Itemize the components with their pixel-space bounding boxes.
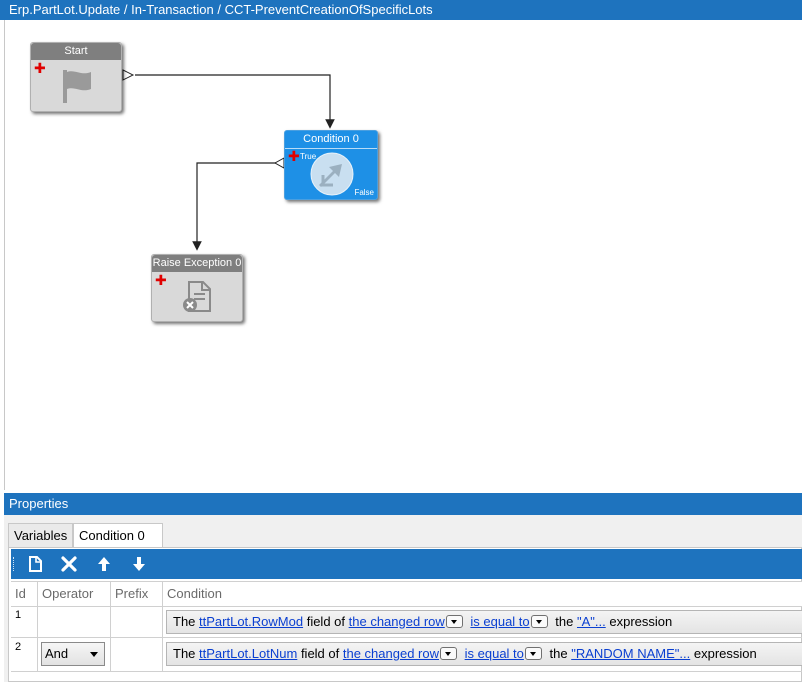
condition-tab-content: Id Operator Prefix Condition 1 The ttPar… [8, 547, 802, 682]
delete-x-icon[interactable] [59, 554, 79, 574]
row-operator[interactable]: And [38, 638, 111, 672]
connectors-layer [122, 69, 335, 251]
field-link[interactable]: ttPartLot.RowMod [199, 614, 304, 629]
toolbar-grip[interactable] [13, 557, 16, 571]
window-title-bar: Erp.PartLot.Update / In-Transaction / CC… [0, 0, 802, 20]
true-branch-label: True [300, 152, 317, 161]
properties-panel: Variables Condition 0 Id [4, 515, 802, 682]
conditions-toolbar [11, 549, 802, 579]
row-prefix[interactable] [111, 606, 163, 638]
workflow-canvas[interactable]: Start ✚ Condition 0 ✚ True False Raise E… [4, 20, 802, 490]
row-id: 1 [11, 606, 38, 638]
row-source-dropdown[interactable] [440, 647, 457, 661]
row-source-link[interactable]: the changed row [342, 646, 439, 661]
grid-header-row: Id Operator Prefix Condition [11, 581, 802, 607]
properties-panel-title: Properties [4, 493, 802, 515]
row-condition: The ttPartLot.LotNum field of the change… [163, 638, 802, 672]
column-header-condition[interactable]: Condition [163, 582, 802, 607]
condition-text: the [549, 646, 568, 661]
condition-text: the [555, 614, 574, 629]
value-link[interactable]: "A"... [576, 614, 606, 629]
add-icon[interactable]: ✚ [155, 272, 167, 288]
condition-node[interactable]: Condition 0 ✚ True False [284, 130, 378, 200]
operator-link[interactable]: is equal to [470, 614, 530, 629]
start-output-port [122, 69, 135, 81]
condition-text: field of [300, 646, 340, 661]
exception-document-icon [183, 281, 211, 312]
condition-text: The [173, 614, 196, 629]
operator-dropdown[interactable] [530, 615, 548, 629]
table-row[interactable]: 1 The ttPartLot.RowMod field of the chan… [11, 606, 802, 638]
table-row[interactable]: 2 And The ttPartLot.LotNum field of the … [11, 638, 802, 672]
condition-text: The [173, 646, 196, 661]
start-node-title: Start [31, 43, 121, 60]
row-condition: The ttPartLot.RowMod field of the change… [163, 606, 802, 638]
row-source-link[interactable]: the changed row [348, 614, 445, 629]
new-document-icon[interactable] [25, 554, 45, 574]
raise-exception-node[interactable]: Raise Exception 0 ✚ [151, 254, 243, 322]
condition-node-title: Condition 0 [285, 131, 377, 149]
tab-condition-0-label: Condition 0 [79, 528, 145, 543]
flag-icon [63, 70, 91, 103]
properties-title: Properties [9, 496, 69, 511]
operator-dropdown[interactable] [524, 647, 542, 661]
column-header-operator[interactable]: Operator [38, 582, 111, 607]
value-link[interactable]: "RANDOM NAME"... [571, 646, 691, 661]
false-branch-label: False [354, 188, 374, 197]
operator-select[interactable]: And [41, 642, 105, 666]
chevron-down-icon [90, 652, 98, 657]
row-source-dropdown[interactable] [445, 615, 463, 629]
move-down-arrow-icon[interactable] [129, 554, 149, 574]
connector-start-to-condition [135, 74, 335, 129]
condition-expression: The ttPartLot.LotNum field of the change… [166, 642, 802, 666]
condition-text: expression [693, 646, 757, 661]
field-link[interactable]: ttPartLot.LotNum [199, 646, 298, 661]
window-title: Erp.PartLot.Update / In-Transaction / CC… [9, 2, 433, 17]
condition-arrows-icon [310, 152, 354, 196]
row-prefix[interactable] [111, 638, 163, 672]
connector-condition-to-exception [192, 162, 279, 251]
row-operator[interactable] [38, 606, 111, 638]
tab-condition-0[interactable]: Condition 0 [73, 523, 163, 548]
tab-variables[interactable]: Variables [8, 523, 73, 547]
raise-exception-node-title: Raise Exception 0 [152, 255, 242, 272]
row-id: 2 [11, 638, 38, 672]
condition-expression: The ttPartLot.RowMod field of the change… [166, 610, 802, 634]
move-up-arrow-icon[interactable] [94, 554, 114, 574]
condition-text: expression [609, 614, 673, 629]
column-header-id[interactable]: Id [11, 582, 38, 607]
column-header-prefix[interactable]: Prefix [111, 582, 163, 607]
add-icon[interactable]: ✚ [288, 148, 300, 164]
start-node[interactable]: Start ✚ [30, 42, 122, 112]
operator-select-value: And [45, 646, 69, 661]
operator-link[interactable]: is equal to [464, 646, 524, 661]
condition-input-port [273, 157, 285, 169]
tab-variables-label: Variables [14, 528, 68, 543]
add-icon[interactable]: ✚ [34, 60, 46, 76]
condition-text: field of [306, 614, 346, 629]
